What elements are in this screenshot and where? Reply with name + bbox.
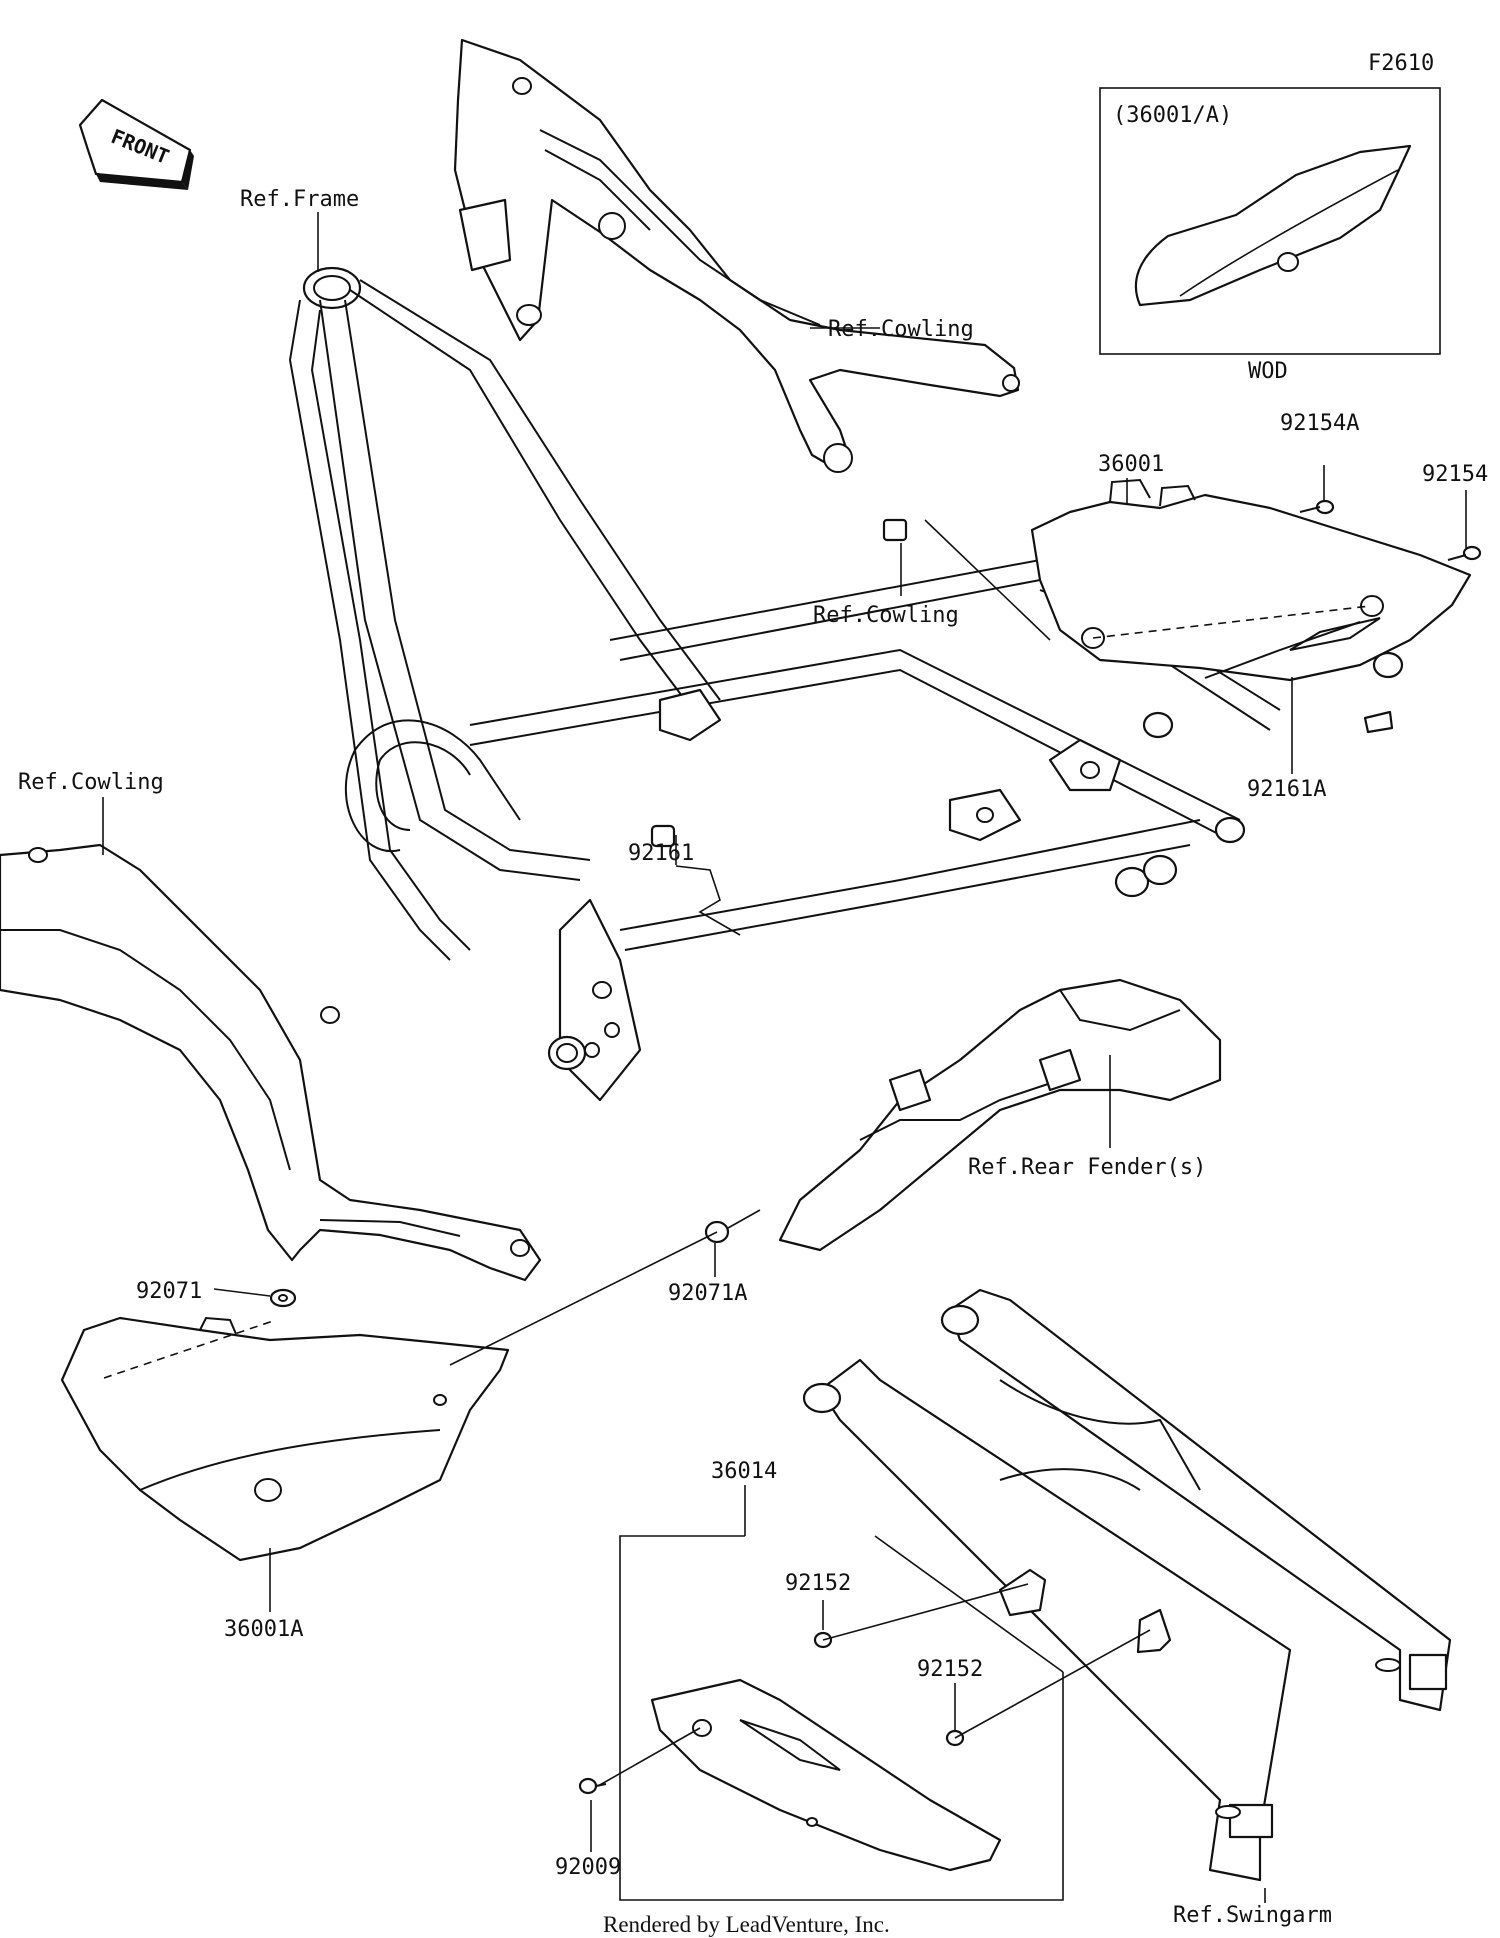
chain-guard-36014: [650, 1678, 1002, 1872]
bolt-92154-icon: [1447, 545, 1482, 561]
seat-cowling: [453, 38, 1020, 473]
inset-caption: WOD: [1248, 359, 1288, 384]
part-36014: 36014: [711, 1459, 777, 1484]
credit-text: Rendered by LeadVenture, Inc.: [603, 1912, 890, 1937]
kit-bracket: [619, 1535, 1064, 1901]
rear-fender: [778, 978, 1222, 1252]
part-92161: 92161: [628, 841, 694, 866]
side-cover-36001: [1030, 478, 1472, 682]
part-36001a: 36001A: [224, 1617, 303, 1642]
part-92071: 92071: [136, 1279, 202, 1304]
part-92071a: 92071A: [668, 1281, 747, 1306]
ref-cowling-left-label: Ref.Cowling: [18, 770, 164, 795]
part-92152-a: 92152: [785, 1571, 851, 1596]
ref-frame-label: Ref.Frame: [240, 187, 359, 212]
frame: [288, 266, 1281, 1102]
part-36001: 36001: [1098, 452, 1164, 477]
bolt-92009-icon: [578, 1777, 607, 1795]
washer-92071-icon: [269, 1288, 297, 1308]
bracket-36014-icon: [998, 1568, 1172, 1654]
grommet-92161-icon: [650, 824, 676, 848]
collar-cowling-icon: [882, 518, 908, 542]
inset-box: (36001/A) WOD: [1099, 87, 1441, 384]
side-cover-36001a: [60, 1316, 510, 1562]
ref-cowling-mid-label: Ref.Cowling: [813, 603, 959, 628]
ref-cowling-top-label: Ref.Cowling: [828, 317, 974, 342]
part-92161a: 92161A: [1247, 777, 1326, 802]
part-92152-b: 92152: [917, 1657, 983, 1682]
figure-code: F2610: [1368, 51, 1434, 76]
left-cowling: [0, 843, 542, 1282]
bolt-92154a-icon: [1299, 499, 1335, 515]
part-92154: 92154: [1422, 462, 1488, 487]
part-92009: 92009: [555, 1855, 621, 1880]
ref-swingarm-label: Ref.Swingarm: [1173, 1903, 1332, 1928]
ref-rear-fender-label: Ref.Rear Fender(s): [968, 1155, 1206, 1180]
front-arrow-icon: FRONT: [78, 98, 194, 190]
part-92154a: 92154A: [1280, 411, 1359, 436]
inset-title: (36001/A): [1113, 103, 1232, 128]
grommet-92161a-icon: [1363, 651, 1404, 734]
inset-side-cover: [1134, 144, 1412, 307]
